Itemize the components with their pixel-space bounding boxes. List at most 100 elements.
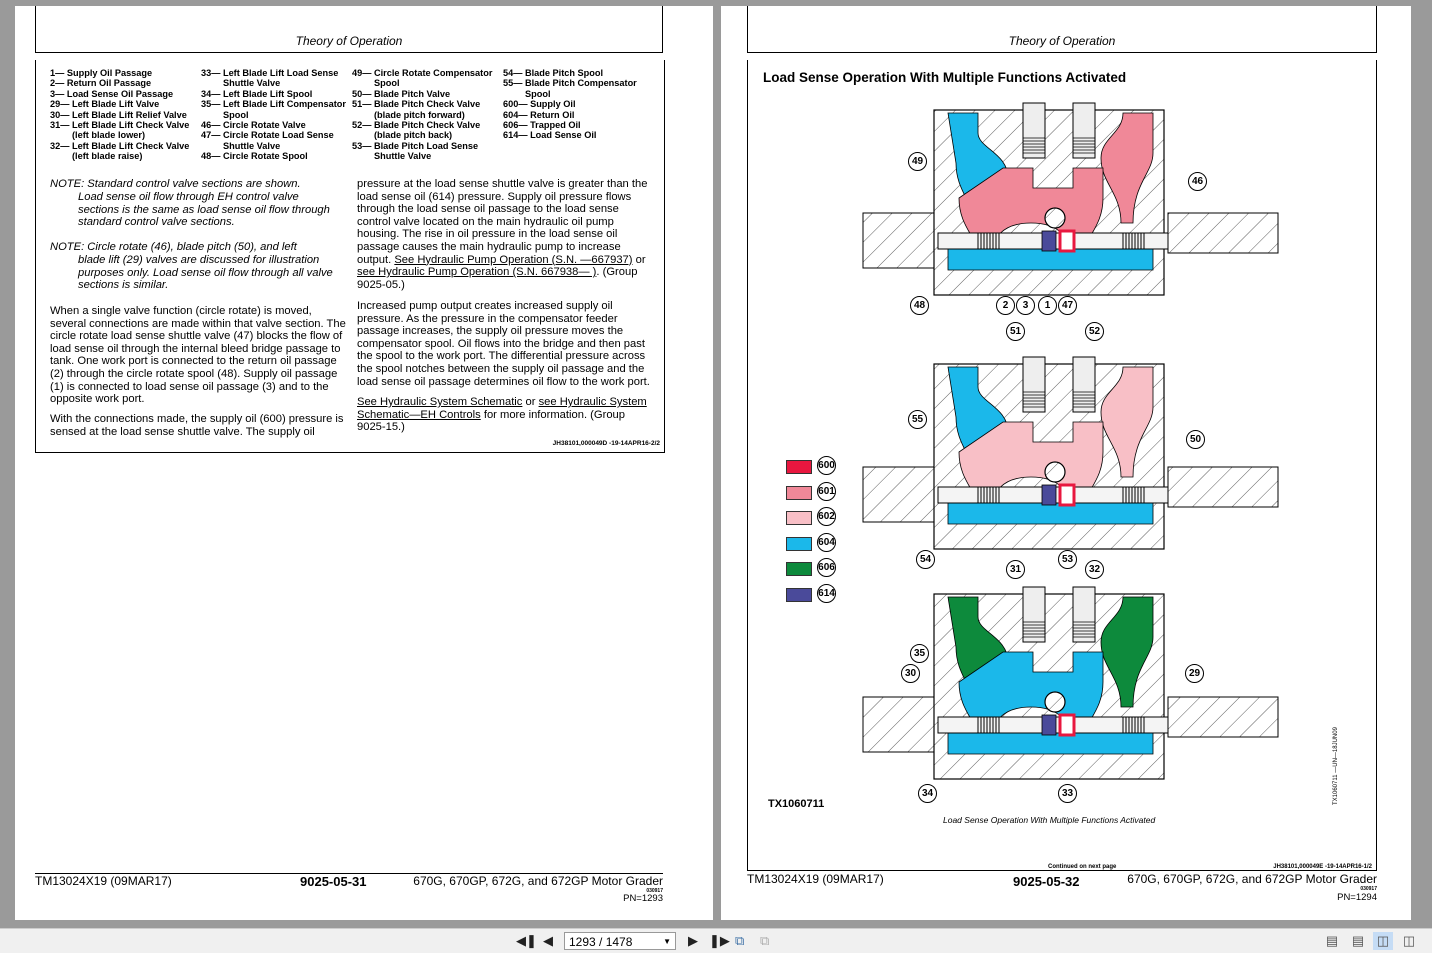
legend-item: 54— Blade Pitch Spool xyxy=(503,68,604,78)
last-page-icon[interactable]: ❚▶ xyxy=(709,933,730,948)
facing-pages-view-icon[interactable]: ◫ xyxy=(1373,932,1393,950)
callout-32: 32 xyxy=(1085,560,1104,579)
left-blade-lift-valve-diagram xyxy=(862,586,1279,780)
go-back-icon[interactable]: ⧉ xyxy=(735,933,745,948)
legend-item: 52— Blade Pitch Check Valve (blade pitch… xyxy=(352,120,481,141)
legend-code: 602 xyxy=(817,507,836,526)
legend-swatch-606 xyxy=(786,562,812,576)
footer-date-code: 030917 xyxy=(646,888,663,894)
legend-swatch-600 xyxy=(786,460,812,474)
note-1: NOTE: Standard control valve sections ar… xyxy=(50,178,340,229)
next-page-icon[interactable]: ▶ xyxy=(688,933,698,948)
d3-compensator-spool xyxy=(1044,691,1066,713)
callout-55: 55 xyxy=(908,410,927,429)
legend-item: 49— Circle Rotate Compensator Spool xyxy=(352,68,493,89)
footer-pn: PN=1294 xyxy=(1337,892,1377,903)
valve-diagrams xyxy=(862,102,1279,780)
link-hydraulic-pump-2[interactable]: see Hydraulic Pump Operation (S.N. 66793… xyxy=(357,266,597,279)
d3-right-fitting xyxy=(1167,696,1279,738)
page-selector[interactable]: 1293 / 1478▼ xyxy=(564,932,676,950)
footer-model: 670G, 670GP, 672G, and 672GP Motor Grade… xyxy=(1127,872,1377,886)
paragraph-2: With the connections made, the supply oi… xyxy=(50,413,344,438)
legend-item: 614— Load Sense Oil xyxy=(503,130,597,141)
callout-50: 50 xyxy=(1186,430,1205,449)
link-hydraulic-schematic[interactable]: See Hydraulic System Schematic xyxy=(357,396,523,408)
callout-3: 3 xyxy=(1016,296,1035,315)
footer-doc-id: TM13024X19 (09MAR17) xyxy=(35,874,172,888)
callout-1: 1 xyxy=(1038,296,1057,315)
paragraph-5: See Hydraulic System Schematic or see Hy… xyxy=(357,396,653,434)
d3-right-work-port xyxy=(1100,596,1154,708)
d1-right-work-port xyxy=(1100,112,1154,224)
d2-compensator-spool xyxy=(1044,461,1066,483)
legend-item: 47— Circle Rotate Load Sense Shuttle Val… xyxy=(201,130,334,151)
legend-item: 31— Left Blade Lift Check Valve (left bl… xyxy=(50,120,190,141)
legend-item: 48— Circle Rotate Spool xyxy=(201,151,308,162)
callout-2: 2 xyxy=(996,296,1015,315)
callout-52: 52 xyxy=(1085,322,1104,341)
d1-shuttle-left xyxy=(1041,230,1057,252)
note-head: NOTE: Standard control valve sections ar… xyxy=(50,178,301,190)
or-text: or xyxy=(635,253,646,266)
continuous-facing-view-icon[interactable]: ◫ xyxy=(1402,933,1416,948)
callout-49: 49 xyxy=(908,152,927,171)
d3-shuttle-right xyxy=(1058,713,1076,737)
legend-swatch-604 xyxy=(786,536,812,551)
left-page: Theory of Operation 1— Supply Oil Passag… xyxy=(15,6,713,920)
legend-code: 614 xyxy=(817,583,836,603)
footer-page-number: 9025-05-32 xyxy=(1013,874,1080,889)
callout-51: 51 xyxy=(1006,322,1025,341)
right-page: Theory of Operation Load Sense Operation… xyxy=(721,6,1411,920)
callout-46: 46 xyxy=(1188,172,1207,191)
paragraph-4: Increased pump output creates increased … xyxy=(357,300,650,388)
legend-item: 600— Supply Oil xyxy=(503,99,576,110)
legend-col-3: 49— Circle Rotate Compensator Spool 50— … xyxy=(352,68,502,162)
link-hydraulic-pump-1[interactable]: See Hydraulic Pump Operation (S.N. —6679… xyxy=(394,253,633,266)
or-text: or xyxy=(522,396,539,408)
paragraph-3-text: pressure at the load sense shuttle valve… xyxy=(357,178,648,266)
d1-compensator-spool xyxy=(1044,207,1066,229)
single-page-view-icon[interactable]: ▤ xyxy=(1325,933,1339,948)
legend-item: 606— Trapped Oil xyxy=(503,120,581,131)
viewer-toolbar: ◀❚ ◀ 1293 / 1478▼ ▶ ❚▶ ⧉ ⧉ ▤ ▤ ◫ ◫ xyxy=(0,928,1432,953)
callout-31: 31 xyxy=(1006,560,1025,579)
reference-code: JH38101,000049E -19-14APR16-1/2 xyxy=(1273,864,1372,870)
callout-29: 29 xyxy=(1185,664,1204,683)
link-hydraulic-schematic-eh[interactable]: see Hydraulic System Schematic—EH Contro… xyxy=(357,396,647,421)
callout-53: 53 xyxy=(1058,550,1077,569)
paragraph-3: pressure at the load sense shuttle valve… xyxy=(357,178,653,291)
legend-item: 32— Left Blade Lift Check Valve (left bl… xyxy=(50,140,190,162)
chevron-down-icon: ▼ xyxy=(663,937,671,946)
group-ref: . (Group 9025-05.) xyxy=(357,266,638,291)
d1-right-fitting xyxy=(1167,212,1279,254)
note-head: NOTE: Circle rotate (46), blade pitch (5… xyxy=(50,241,297,253)
note-body: Load sense oil flow through EH control v… xyxy=(78,190,330,229)
legend-code: 604 xyxy=(817,532,836,552)
legend-code: 600 xyxy=(817,456,836,475)
note-2: NOTE: Circle rotate (46), blade pitch (5… xyxy=(50,241,340,292)
legend-col-4: 54— Blade Pitch Spool 55— Blade Pitch Co… xyxy=(503,68,653,141)
legend-item: 34— Left Blade Lift Spool xyxy=(201,88,313,99)
group-ref: for more information. (Group 9025-15.) xyxy=(357,408,625,434)
right-header: Theory of Operation xyxy=(747,6,1377,53)
legend-item: 55— Blade Pitch Compensator Spool xyxy=(503,78,637,99)
first-page-icon[interactable]: ◀❚ xyxy=(516,933,537,948)
paragraph-1: When a single valve function (circle rot… xyxy=(50,305,346,406)
callout-54: 54 xyxy=(916,550,935,569)
legend-item: 30— Left Blade Lift Relief Valve xyxy=(50,109,187,120)
d2-shuttle-left xyxy=(1041,484,1057,506)
figure-id: TX1060711 xyxy=(768,798,825,810)
legend-code: 601 xyxy=(817,481,836,501)
legend-col-1: 1— Supply Oil Passage 2— Return Oil Pass… xyxy=(50,68,200,162)
continuous-view-icon[interactable]: ▤ xyxy=(1351,933,1365,948)
legend-item: 50— Blade Pitch Valve xyxy=(352,88,451,99)
go-forward-icon[interactable]: ⧉ xyxy=(760,933,770,948)
d3-left-fitting xyxy=(862,696,939,753)
legend-swatch-602 xyxy=(786,511,812,525)
prev-page-icon[interactable]: ◀ xyxy=(543,933,553,948)
footer-doc-id: TM13024X19 (09MAR17) xyxy=(747,872,884,886)
note-body: blade lift (29) valves are discussed for… xyxy=(78,253,333,292)
legend-item: 604— Return Oil xyxy=(503,109,575,120)
legend-col-2: 33— Left Blade Lift Load Sense Shuttle V… xyxy=(201,68,351,162)
footer-rule xyxy=(747,870,1375,871)
